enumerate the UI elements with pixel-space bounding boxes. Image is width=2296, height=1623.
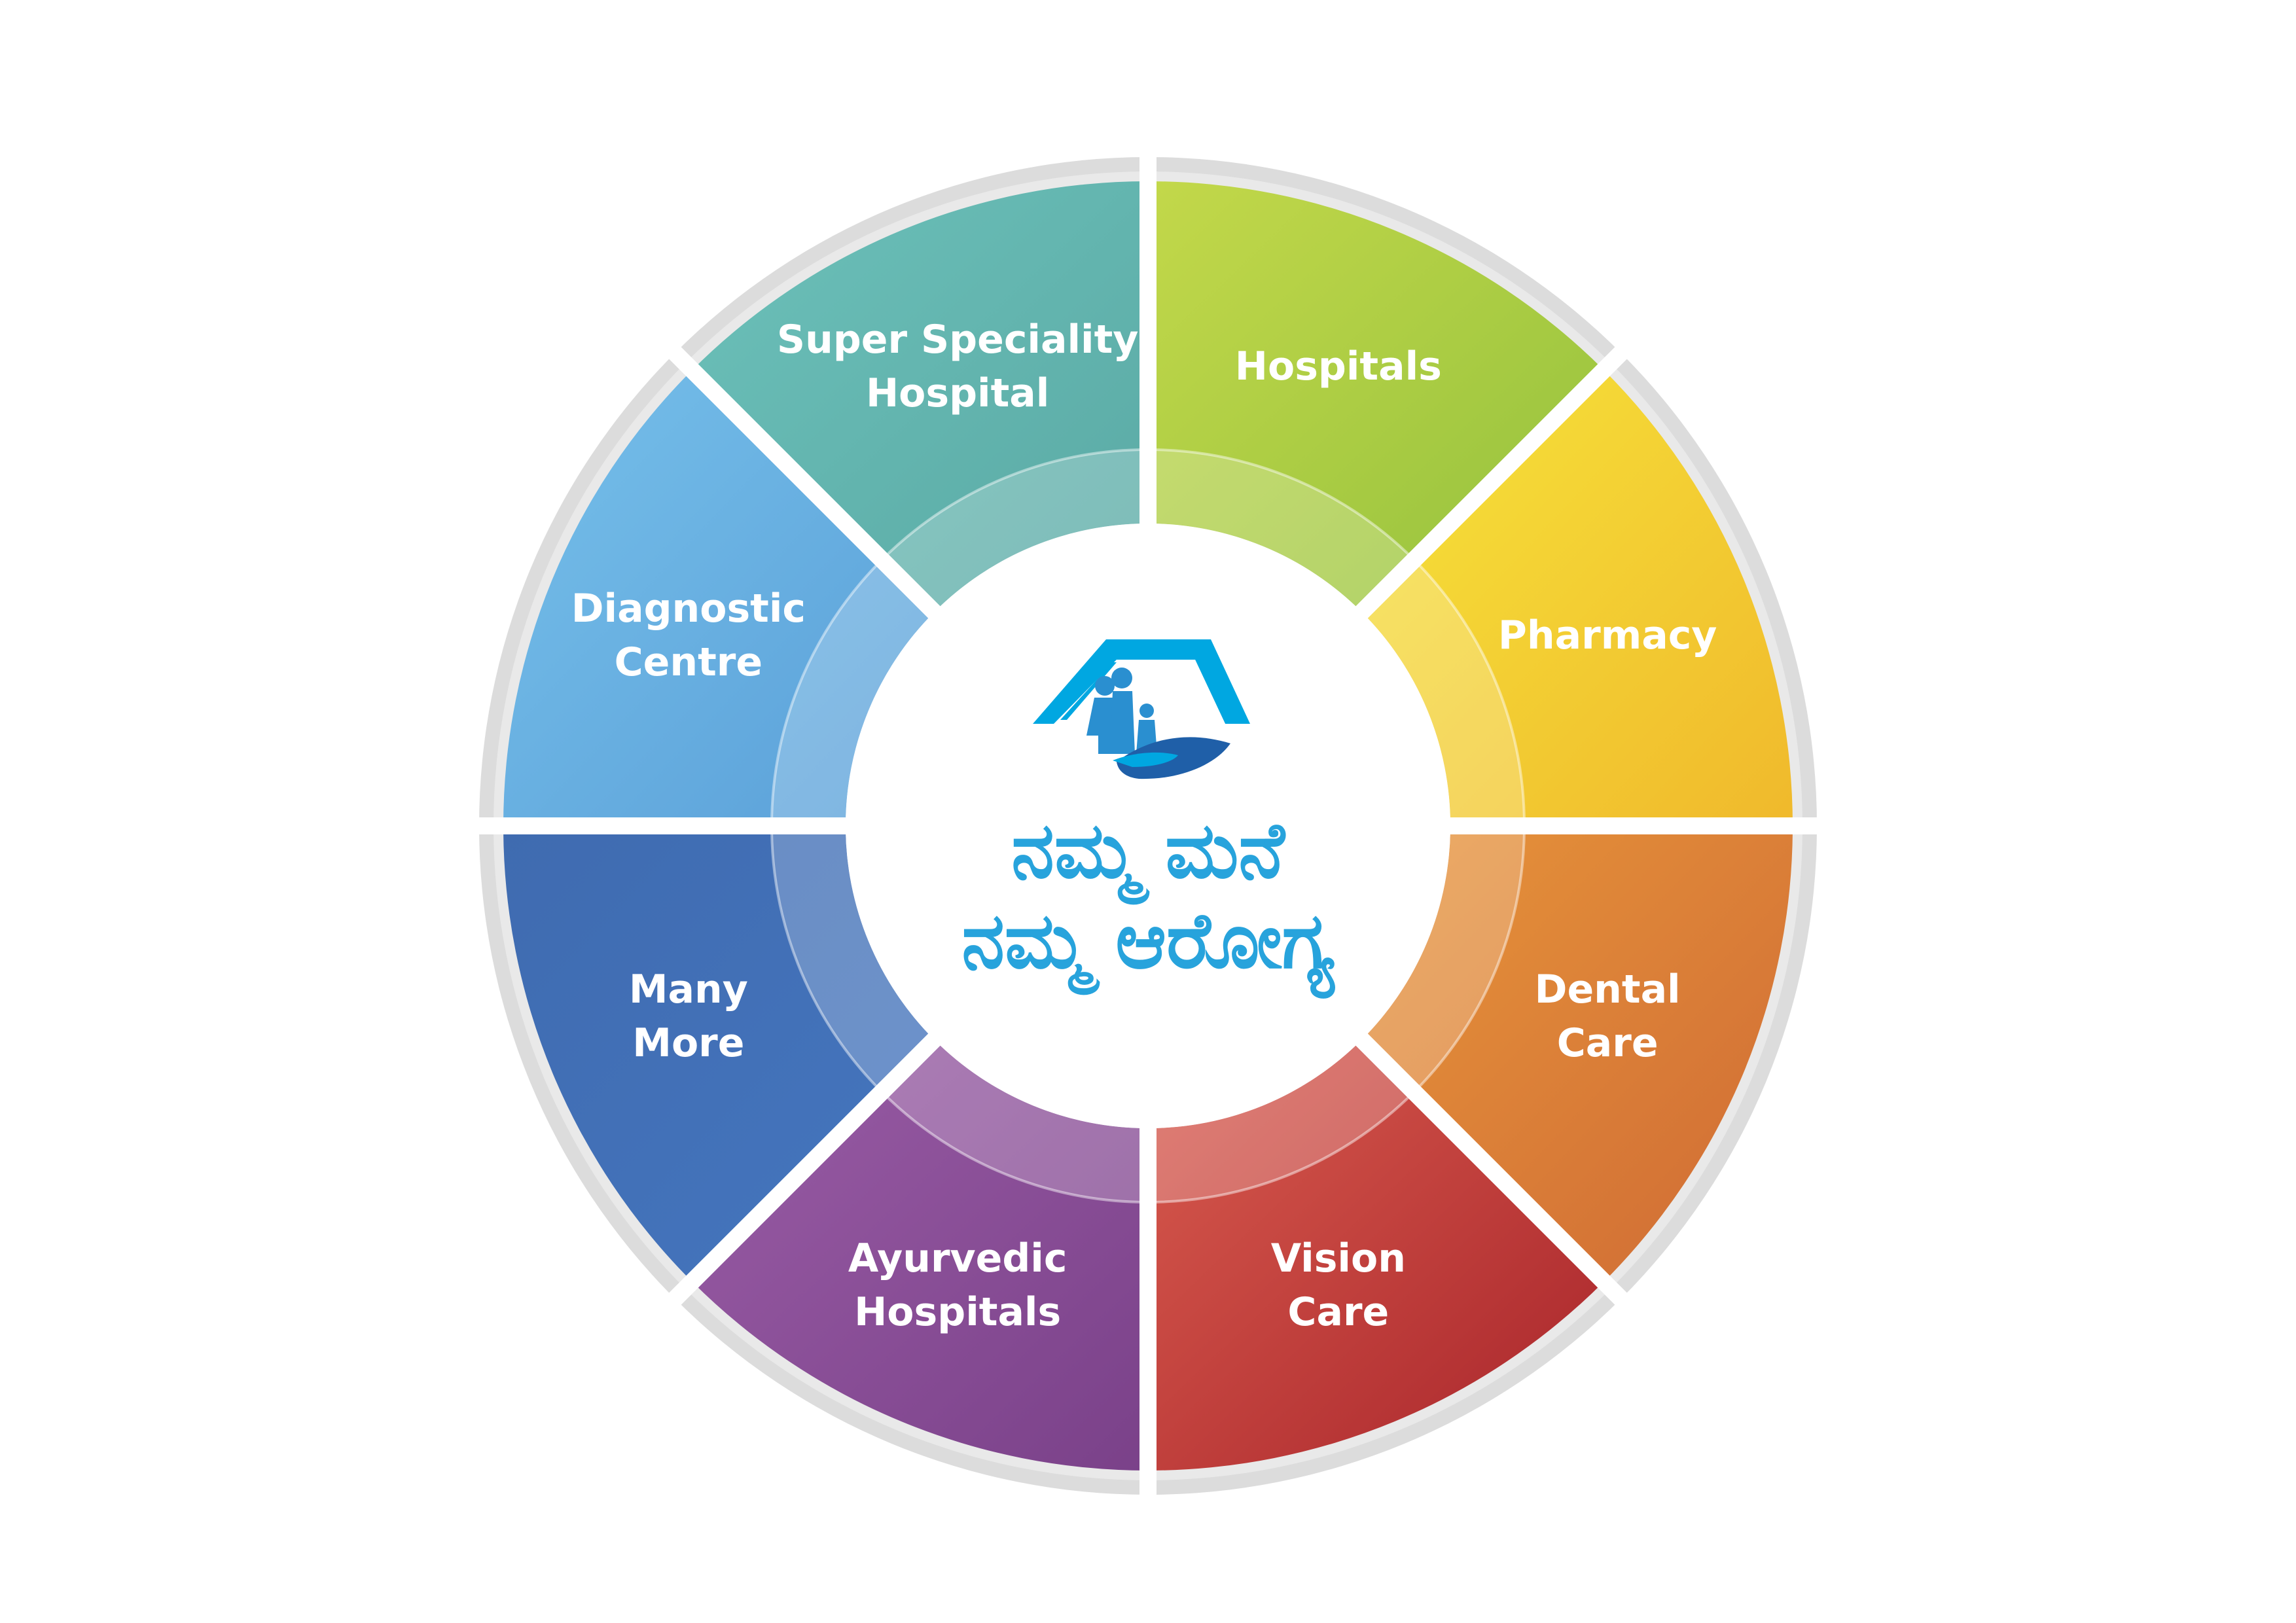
label-many-more-line-2: More: [632, 1020, 744, 1066]
adult-body-icon: [1110, 691, 1135, 754]
label-diagnostic-centre-line-2: Centre: [615, 639, 762, 685]
parent-head-icon: [1095, 676, 1115, 696]
label-pharmacy-line-1: Pharmacy: [1498, 613, 1717, 658]
label-super-speciality-hospital-line-1: Super Speciality: [777, 317, 1138, 363]
spokes-layer: [477, 155, 1819, 1497]
label-ayurvedic-hospitals-line-2: Hospitals: [854, 1289, 1061, 1335]
label-diagnostic-centre-line-1: Diagnostic: [571, 586, 806, 632]
segment-diagnostic-centre: [503, 370, 935, 826]
separator-5: [668, 1029, 945, 1306]
segment-ayurvedic-hospitals: [692, 1039, 1148, 1471]
label-dental-care-line-2: Care: [1557, 1020, 1659, 1066]
label-vision-care-line-2: Care: [1287, 1289, 1389, 1335]
labels-layer: HospitalsPharmacyDentalCareVisionCareAyu…: [571, 317, 1717, 1335]
segment-hospitals: [1148, 181, 1604, 613]
adult-head-icon: [1111, 668, 1132, 688]
segment-dental-care: [1361, 826, 1793, 1282]
family-home-logo-icon: [1033, 639, 1250, 779]
segment-pharmacy: [1361, 370, 1793, 826]
label-hospitals-line-1: Hospitals: [1235, 344, 1442, 389]
segment-super-speciality-hospital: [692, 181, 1148, 613]
hand-thumb-icon: [1113, 752, 1178, 767]
segment-many-more: [503, 826, 935, 1282]
segments-layer: [503, 181, 1793, 1471]
label-super-speciality-hospital-line-2: Hospital: [866, 370, 1049, 416]
tagline-line-2: ನಮ್ಮ ಆರೋಗ್ಯ: [961, 895, 1336, 999]
segment-vision-care: [1148, 1039, 1604, 1471]
tagline-line-1: ನಮ್ಮ ಮನೆ: [1011, 805, 1286, 904]
roof-icon: [1033, 639, 1250, 724]
label-many-more-line-1: Many: [629, 967, 748, 1012]
label-ayurvedic-hospitals-line-1: Ayurvedic: [848, 1236, 1067, 1281]
child-head-icon: [1139, 704, 1154, 718]
center-disc: [846, 524, 1450, 1128]
separator-1: [1351, 346, 1628, 623]
label-vision-care-line-1: Vision: [1271, 1236, 1406, 1281]
separator-3: [1351, 1029, 1628, 1306]
separator-7: [668, 346, 945, 623]
label-dental-care-line-1: Dental: [1535, 967, 1681, 1012]
